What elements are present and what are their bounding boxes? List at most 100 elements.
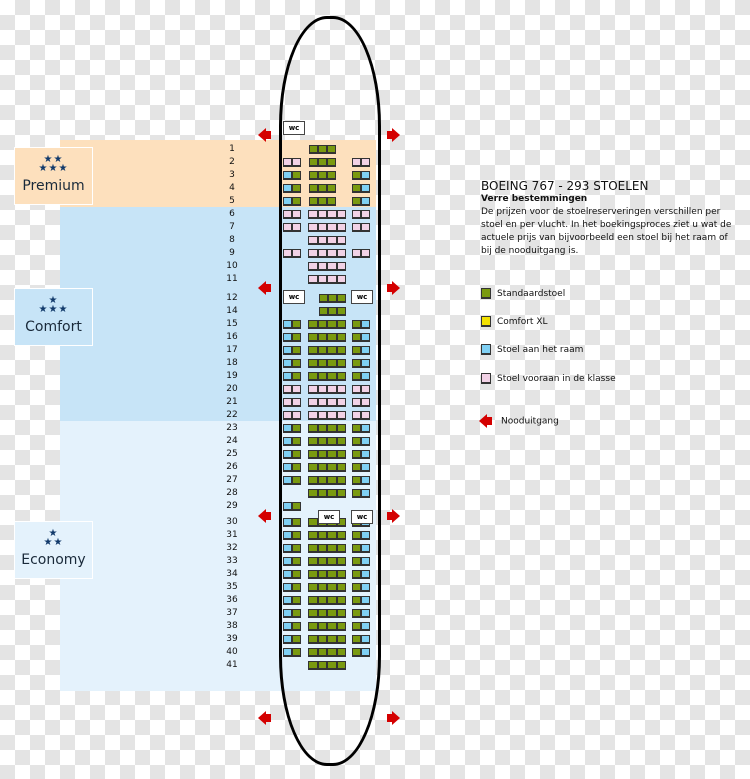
seat[interactable] xyxy=(283,570,292,579)
seat[interactable] xyxy=(336,346,346,355)
seat[interactable] xyxy=(292,346,301,355)
seat[interactable] xyxy=(361,333,370,342)
seat[interactable] xyxy=(336,661,346,670)
seat[interactable] xyxy=(352,320,361,329)
seat[interactable] xyxy=(308,635,318,644)
seat[interactable] xyxy=(308,648,318,657)
seat[interactable] xyxy=(308,518,318,527)
seat[interactable] xyxy=(292,583,301,592)
seat[interactable] xyxy=(308,223,318,232)
seat[interactable] xyxy=(361,596,370,605)
seat[interactable] xyxy=(283,171,292,180)
seat[interactable] xyxy=(361,184,370,193)
seat[interactable] xyxy=(308,236,318,245)
seat[interactable] xyxy=(336,476,346,485)
seat[interactable] xyxy=(352,622,361,631)
seat[interactable] xyxy=(327,249,337,258)
seat[interactable] xyxy=(308,210,318,219)
seat[interactable] xyxy=(327,346,337,355)
seat[interactable] xyxy=(292,531,301,540)
seat[interactable] xyxy=(336,275,346,284)
seat[interactable] xyxy=(327,223,337,232)
seat[interactable] xyxy=(292,476,301,485)
seat[interactable] xyxy=(327,145,336,154)
seat[interactable] xyxy=(319,307,328,316)
seat[interactable] xyxy=(361,385,370,394)
seat[interactable] xyxy=(327,333,337,342)
seat[interactable] xyxy=(317,333,327,342)
seat[interactable] xyxy=(327,262,337,271)
seat[interactable] xyxy=(283,210,292,219)
seat[interactable] xyxy=(336,333,346,342)
seat[interactable] xyxy=(283,359,292,368)
seat[interactable] xyxy=(327,557,337,566)
seat[interactable] xyxy=(336,411,346,420)
seat[interactable] xyxy=(336,262,346,271)
seat[interactable] xyxy=(361,437,370,446)
seat[interactable] xyxy=(309,184,318,193)
seat[interactable] xyxy=(317,262,327,271)
seat[interactable] xyxy=(283,437,292,446)
seat[interactable] xyxy=(283,648,292,657)
seat[interactable] xyxy=(317,359,327,368)
seat[interactable] xyxy=(361,346,370,355)
seat[interactable] xyxy=(327,463,337,472)
seat[interactable] xyxy=(336,223,346,232)
seat[interactable] xyxy=(292,372,301,381)
seat[interactable] xyxy=(283,372,292,381)
seat[interactable] xyxy=(352,411,361,420)
seat[interactable] xyxy=(292,197,301,206)
seat[interactable] xyxy=(352,450,361,459)
seat[interactable] xyxy=(292,463,301,472)
seat[interactable] xyxy=(317,661,327,670)
seat[interactable] xyxy=(292,411,301,420)
seat[interactable] xyxy=(292,635,301,644)
seat[interactable] xyxy=(283,583,292,592)
seat[interactable] xyxy=(327,476,337,485)
seat[interactable] xyxy=(317,411,327,420)
seat[interactable] xyxy=(361,622,370,631)
seat[interactable] xyxy=(352,210,361,219)
seat[interactable] xyxy=(292,596,301,605)
seat[interactable] xyxy=(308,437,318,446)
seat[interactable] xyxy=(317,210,327,219)
seat[interactable] xyxy=(283,463,292,472)
seat[interactable] xyxy=(328,294,337,303)
seat[interactable] xyxy=(336,437,346,446)
seat[interactable] xyxy=(317,596,327,605)
seat[interactable] xyxy=(292,450,301,459)
seat[interactable] xyxy=(361,450,370,459)
seat[interactable] xyxy=(352,223,361,232)
seat[interactable] xyxy=(308,320,318,329)
seat[interactable] xyxy=(361,197,370,206)
seat[interactable] xyxy=(361,171,370,180)
seat[interactable] xyxy=(336,570,346,579)
seat[interactable] xyxy=(336,544,346,553)
seat[interactable] xyxy=(361,489,370,498)
seat[interactable] xyxy=(317,372,327,381)
seat[interactable] xyxy=(308,359,318,368)
seat[interactable] xyxy=(317,275,327,284)
seat[interactable] xyxy=(317,648,327,657)
seat[interactable] xyxy=(327,609,337,618)
seat[interactable] xyxy=(309,197,318,206)
seat[interactable] xyxy=(317,450,327,459)
seat[interactable] xyxy=(283,622,292,631)
seat[interactable] xyxy=(317,531,327,540)
seat[interactable] xyxy=(308,333,318,342)
seat[interactable] xyxy=(308,661,318,670)
seat[interactable] xyxy=(336,424,346,433)
seat[interactable] xyxy=(352,635,361,644)
seat[interactable] xyxy=(336,359,346,368)
seat[interactable] xyxy=(361,570,370,579)
seat[interactable] xyxy=(327,411,337,420)
seat[interactable] xyxy=(283,249,292,258)
seat[interactable] xyxy=(292,437,301,446)
seat[interactable] xyxy=(327,184,336,193)
seat[interactable] xyxy=(292,333,301,342)
seat[interactable] xyxy=(308,609,318,618)
seat[interactable] xyxy=(283,158,292,167)
seat[interactable] xyxy=(352,424,361,433)
seat[interactable] xyxy=(352,609,361,618)
seat[interactable] xyxy=(318,145,327,154)
